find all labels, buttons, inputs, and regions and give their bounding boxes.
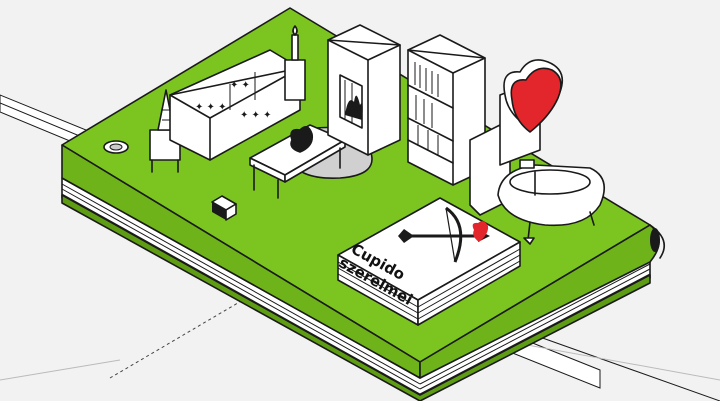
step-block	[211, 195, 237, 221]
svg-text:✦ ✦: ✦ ✦	[230, 80, 250, 91]
candle-icon	[284, 25, 306, 101]
fire-icon	[345, 95, 363, 120]
small-book: Cupido szerelmei	[336, 197, 521, 326]
cover-heart-icon	[472, 221, 489, 242]
heart-icon	[290, 126, 314, 153]
svg-text:✦ ✦ ✦: ✦ ✦ ✦	[240, 110, 272, 121]
floor-outlet	[103, 140, 129, 154]
bathtub	[497, 159, 606, 245]
svg-text:✦ ✦ ✦: ✦ ✦ ✦	[195, 102, 227, 113]
fireplace	[327, 24, 401, 156]
sofa: ✦ ✦ ✦ ✦ ✦ ✦ ✦ ✦	[169, 49, 301, 161]
red-heart-sculpture	[469, 59, 564, 216]
